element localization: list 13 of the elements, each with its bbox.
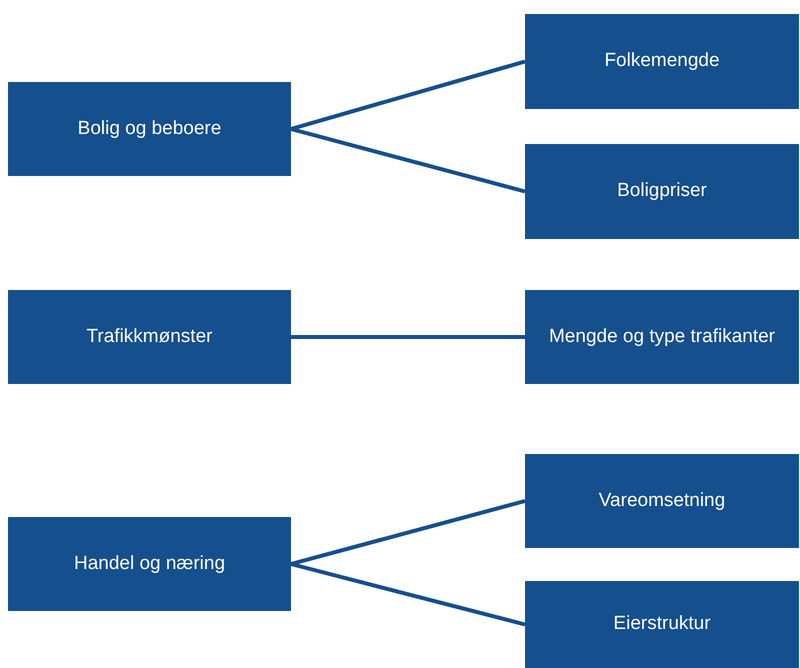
- category-box: Trafikkmønster: [8, 290, 291, 384]
- category-box: Handel og næring: [8, 517, 291, 611]
- category-box: Folkemengde: [525, 14, 799, 109]
- category-box: Eierstruktur: [525, 581, 799, 668]
- connector-line: [290, 127, 526, 194]
- category-box: Vareomsetning: [525, 454, 799, 548]
- category-box: Mengde og type trafikanter: [525, 290, 799, 384]
- connector-line: [290, 60, 526, 131]
- category-box: Boligpriser: [525, 144, 799, 239]
- category-box: Bolig og beboere: [8, 82, 291, 176]
- connector-line: [291, 335, 525, 339]
- connector-line: [290, 562, 526, 626]
- connector-line: [290, 499, 526, 566]
